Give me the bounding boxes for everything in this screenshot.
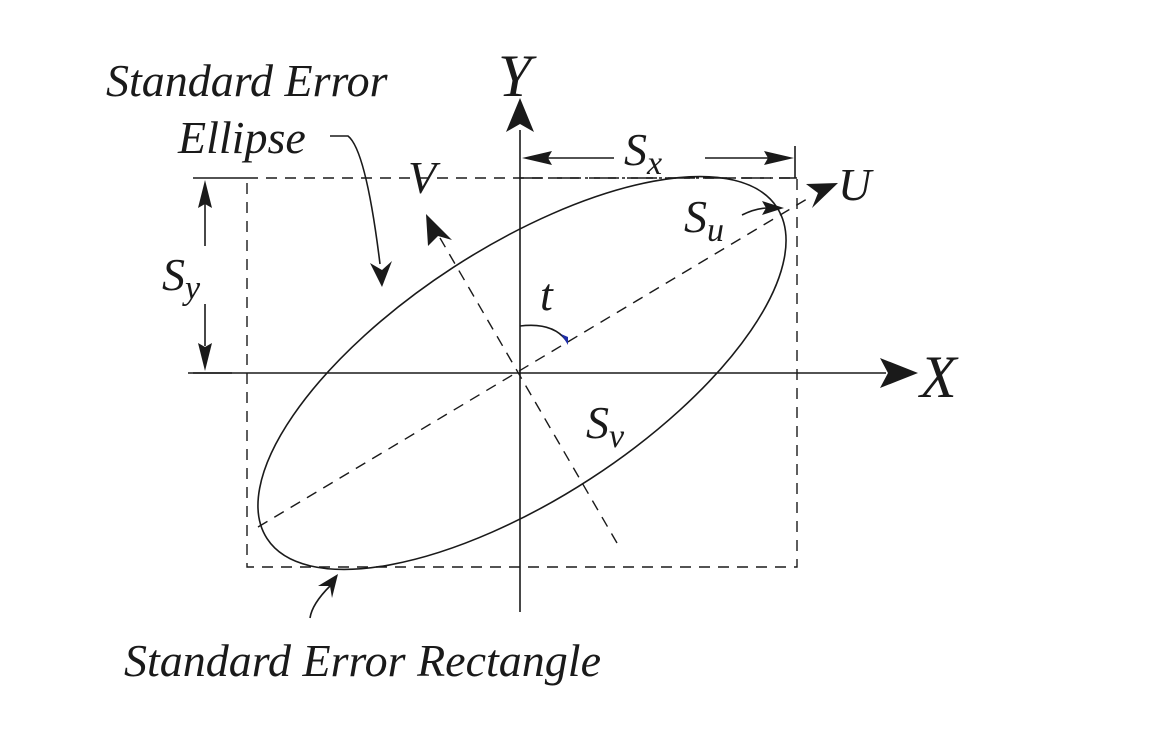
x-axis-label: X bbox=[918, 344, 959, 410]
ellipse-caption-line2: Ellipse bbox=[177, 112, 306, 163]
angle-t-label: t bbox=[540, 269, 554, 320]
u-axis-arrowhead bbox=[806, 183, 838, 208]
sy-label: Sy bbox=[162, 249, 201, 307]
sv-label: Sv bbox=[586, 397, 625, 455]
v-axis-line bbox=[439, 237, 618, 544]
angle-t-marker bbox=[561, 334, 568, 345]
su-leader-arrowhead bbox=[762, 201, 784, 215]
sx-arrowhead-left bbox=[522, 151, 552, 165]
sy-arrowhead-bottom bbox=[198, 343, 212, 371]
sx-label: Sx bbox=[624, 124, 662, 182]
ellipse-caption-arrowhead bbox=[370, 261, 392, 287]
ellipse-caption-leader bbox=[330, 135, 381, 265]
su-label: Su bbox=[684, 191, 724, 249]
y-axis-label: Y bbox=[498, 43, 537, 109]
u-axis-label: U bbox=[838, 159, 874, 210]
rectangle-caption-leader bbox=[309, 585, 331, 619]
rectangle-caption-arrowhead bbox=[318, 574, 338, 598]
sy-arrowhead-top bbox=[198, 180, 212, 208]
y-axis-arrowhead bbox=[506, 98, 534, 132]
x-axis-arrowhead bbox=[880, 358, 918, 388]
v-axis-label: V bbox=[408, 152, 441, 203]
u-axis-line bbox=[257, 195, 813, 528]
v-axis-arrowhead bbox=[426, 214, 452, 246]
ellipse-caption-line1: Standard Error bbox=[106, 55, 389, 106]
sx-arrowhead-right bbox=[764, 151, 794, 165]
angle-t-arc bbox=[519, 324, 567, 341]
rectangle-caption: Standard Error Rectangle bbox=[124, 635, 601, 686]
